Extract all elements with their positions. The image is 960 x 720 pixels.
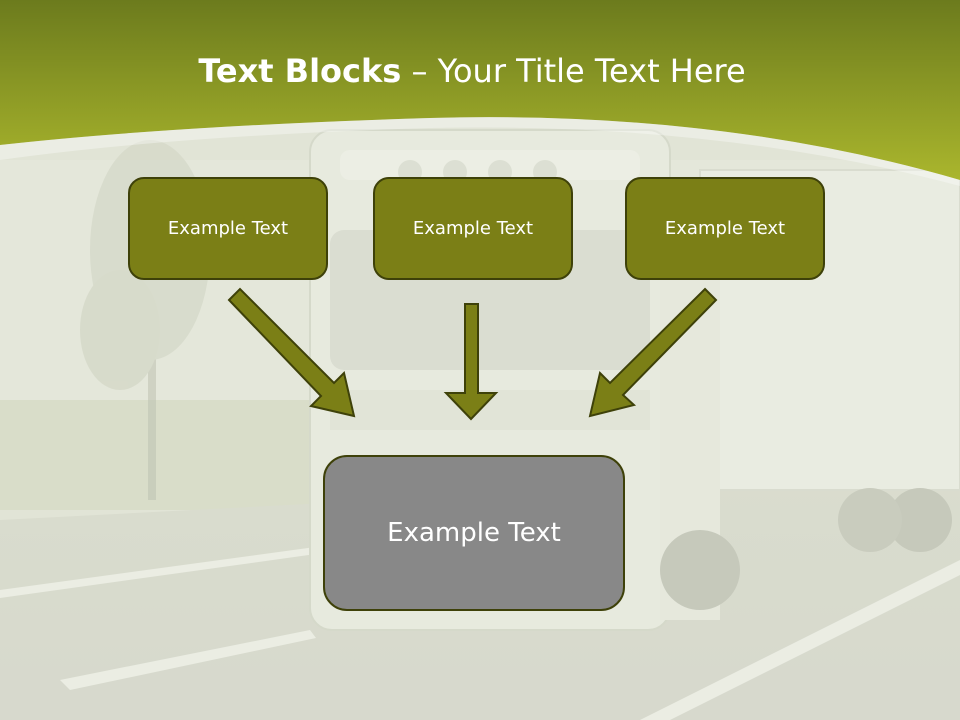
text-block-1[interactable]: Example Text: [128, 177, 328, 280]
text-block-2[interactable]: Example Text: [373, 177, 573, 280]
target-block-label: Example Text: [387, 518, 561, 548]
title-bold: Text Blocks: [198, 52, 402, 90]
text-block-2-label: Example Text: [412, 218, 534, 239]
title-rest: – Your Title Text Here: [401, 52, 746, 90]
text-block-1-label: Example Text: [167, 218, 289, 239]
slide-title: Text Blocks – Your Title Text Here: [0, 52, 944, 90]
target-block[interactable]: Example Text: [323, 455, 625, 611]
header-band: [0, 0, 960, 180]
text-block-3[interactable]: Example Text: [625, 177, 825, 280]
header-swoosh: [0, 117, 960, 186]
text-block-3-label: Example Text: [664, 218, 786, 239]
